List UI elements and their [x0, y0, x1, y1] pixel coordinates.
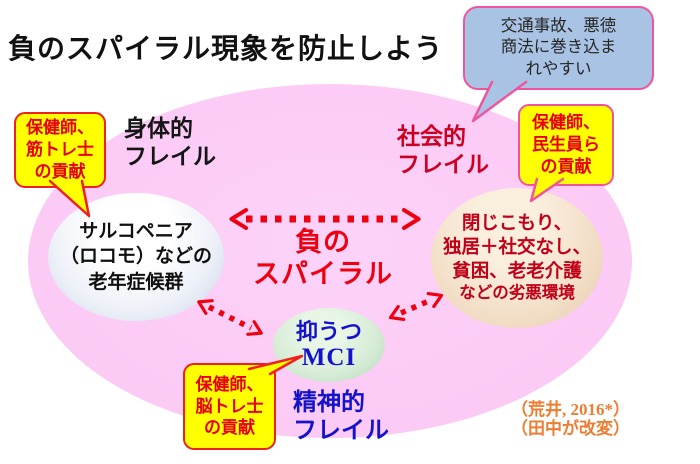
label-social-frailty: 社会的 フレイル [397, 122, 489, 178]
node-social-frailty: 閉じこもり、 独居＋社交なし、 貧困、老老介護 などの劣悪環境 [431, 188, 603, 328]
negative-spiral-text: 負の スパイラル [242, 226, 404, 291]
node-line: サルコペニア [79, 221, 193, 243]
node-line: （ロコモ）などの [59, 246, 212, 268]
label-line: 精神的 [293, 389, 365, 416]
node-line: MCI [301, 343, 357, 371]
label-line: 社会的 [397, 123, 466, 149]
node-physical-frailty: サルコペニア （ロコモ）などの 老年症候群 [48, 193, 224, 321]
callout-line: 保健師、 [195, 374, 264, 394]
label-line: フレイル [124, 143, 216, 170]
callout-muscle-trainer: 保健師、 筋トレ士 の貢献 [14, 112, 106, 188]
citation-line: （田中が改変） [511, 419, 630, 439]
label-line: 身体的 [124, 115, 193, 141]
node-line: 独居＋社交なし、 [442, 236, 591, 258]
node-line: 抑うつ [295, 318, 362, 344]
node-line: 貧困、老老介護 [452, 260, 582, 282]
label-line: フレイル [397, 151, 489, 178]
page-title: 負のスパイラル現象を防止しよう [8, 33, 444, 64]
callout-brain-trainer: 保健師、 脳トレ士 の貢献 [183, 363, 276, 450]
callout-line: の貢献 [204, 418, 255, 438]
callout-line: 商法に巻き込ま [500, 38, 617, 57]
callout-line: 筋トレ士 [26, 140, 94, 160]
callout-line: 交通事故、悪徳 [500, 16, 617, 35]
callout-welfare-officer: 保健師、 民生員ら の貢献 [518, 104, 614, 186]
callout-line: の貢献 [34, 161, 86, 181]
node-mental-frailty: 抑うつ MCI [273, 308, 385, 382]
node-line: などの劣悪環境 [459, 284, 575, 303]
spiral-line: 負の [295, 227, 351, 257]
label-physical-frailty: 身体的 フレイル [124, 114, 216, 170]
callout-accident-risk: 交通事故、悪徳 商法に巻き込ま れやすい [463, 6, 654, 90]
callout-line: 民生員ら [532, 135, 600, 155]
citation-line: （荒井, 2016*） [511, 400, 630, 419]
node-line: 閉じこもり、 [461, 212, 573, 234]
label-line: フレイル [293, 416, 389, 444]
callout-line: れやすい [525, 59, 592, 78]
callout-line: 脳トレ士 [195, 396, 264, 416]
citation: （荒井, 2016*） （田中が改変） [511, 400, 630, 438]
spiral-line: スパイラル [253, 259, 393, 290]
callout-line: 保健師、 [26, 118, 94, 138]
node-line: 老年症候群 [88, 271, 184, 293]
callout-line: の貢献 [540, 156, 592, 176]
callout-line: 保健師、 [532, 113, 600, 133]
label-mental-frailty: 精神的 フレイル [293, 389, 389, 444]
